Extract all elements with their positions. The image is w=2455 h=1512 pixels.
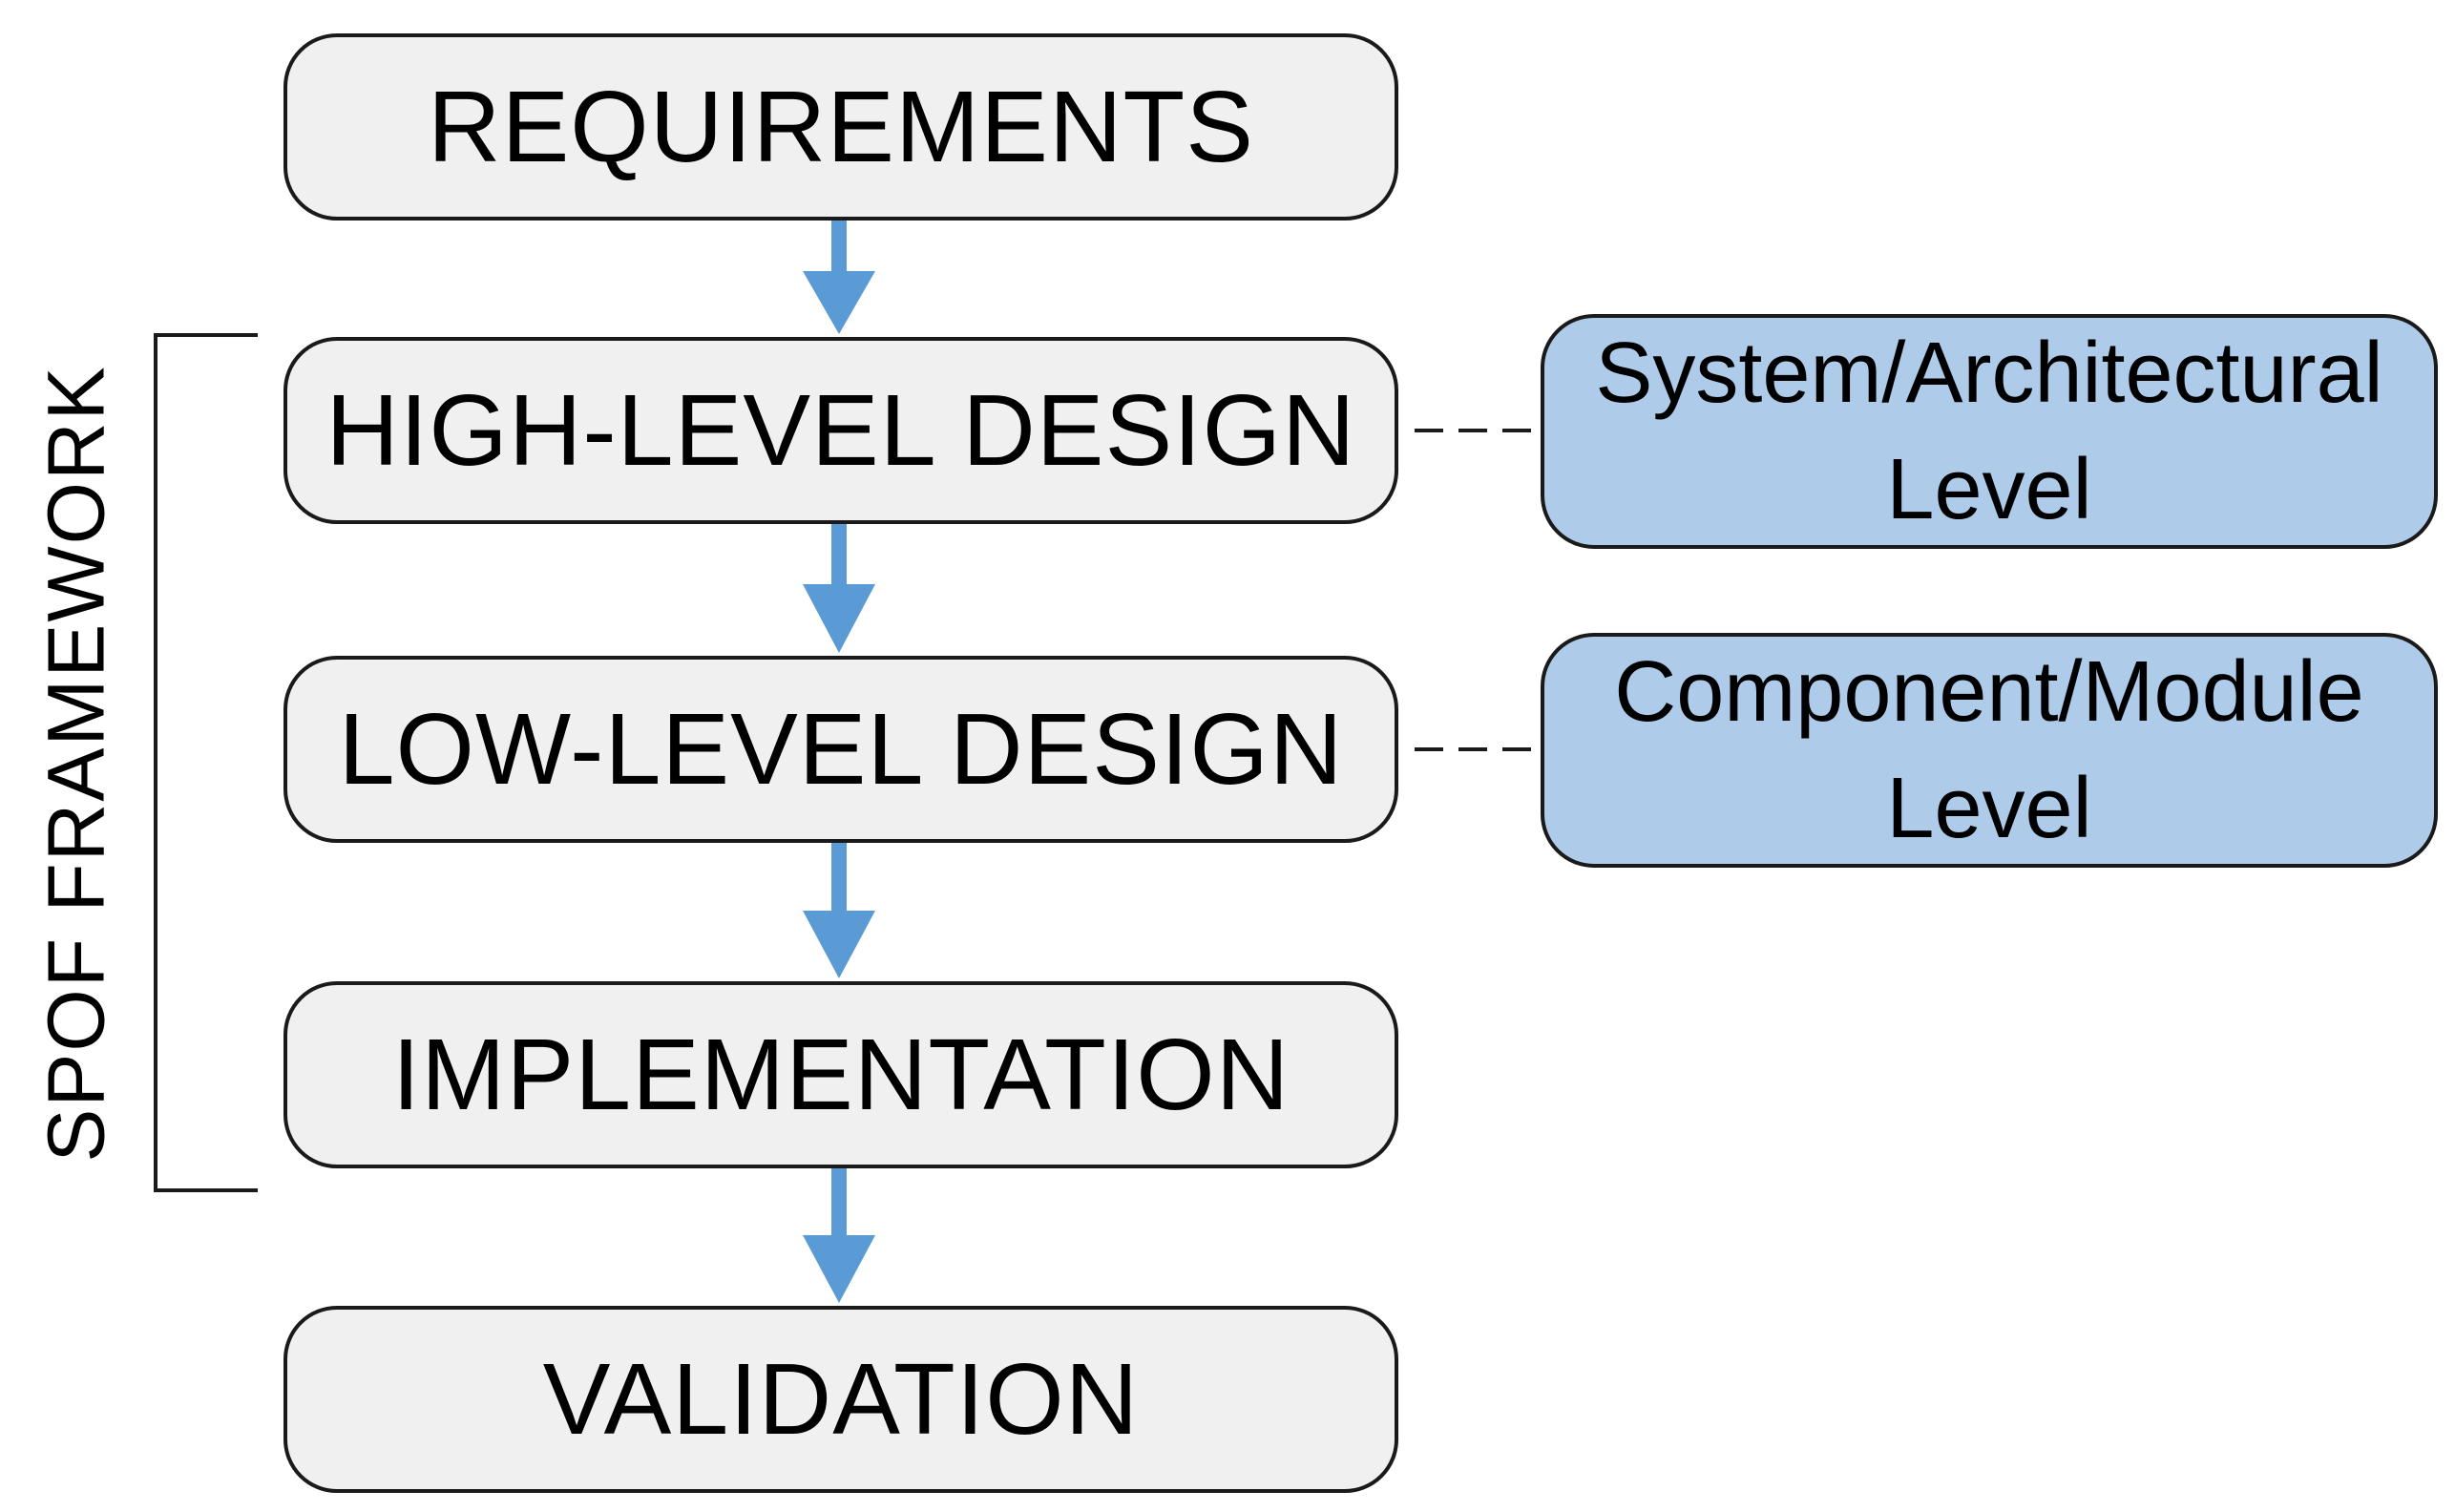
step-validation: VALIDATION bbox=[283, 1306, 1398, 1493]
level-component-module: Component/Module Level bbox=[1541, 633, 2438, 868]
level-system-architectural: System/Architectural Level bbox=[1541, 314, 2438, 549]
framework-label: SPOF FRAMEWORK bbox=[31, 365, 121, 1163]
step-high-level-design: HIGH-LEVEL DESIGN bbox=[283, 337, 1398, 524]
step-requirements-label: REQUIREMENTS bbox=[428, 70, 1254, 183]
arrow-requirements-to-high-level bbox=[803, 220, 875, 334]
level-system-architectural-line1: System/Architectural bbox=[1595, 326, 2383, 421]
level-system-architectural-line2: Level bbox=[1886, 442, 2092, 537]
step-high-level-design-label: HIGH-LEVEL DESIGN bbox=[325, 373, 1356, 487]
arrow-low-level-to-implementation bbox=[803, 843, 875, 978]
step-low-level-design-label: LOW-LEVEL DESIGN bbox=[338, 692, 1344, 806]
framework-bracket bbox=[154, 333, 258, 1192]
step-requirements: REQUIREMENTS bbox=[283, 33, 1398, 220]
arrow-high-level-to-low-level bbox=[803, 524, 875, 653]
arrow-implementation-to-validation bbox=[803, 1168, 875, 1303]
step-validation-label: VALIDATION bbox=[542, 1342, 1140, 1456]
level-component-module-line2: Level bbox=[1886, 761, 2092, 856]
step-implementation: IMPLEMENTATION bbox=[283, 981, 1398, 1168]
step-implementation-label: IMPLEMENTATION bbox=[391, 1018, 1290, 1131]
step-low-level-design: LOW-LEVEL DESIGN bbox=[283, 656, 1398, 843]
level-component-module-line1: Component/Module bbox=[1614, 644, 2364, 740]
